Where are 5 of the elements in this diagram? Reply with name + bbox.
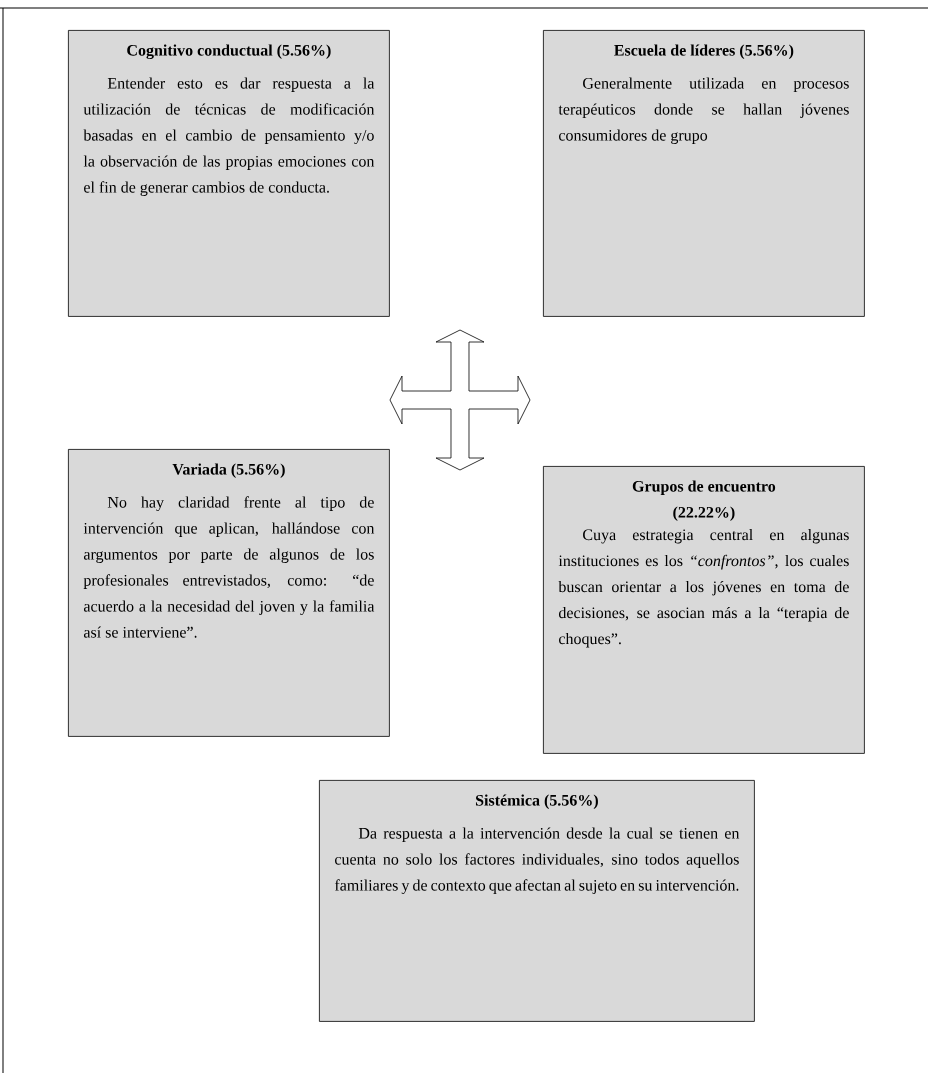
- text-box: Sistémica (5.56%) Da respuesta a la intervención desde la cual se tienen en cuenta no solo los factores individuales, sino todos aquellos familiares y de contexto que afectan al sujeto en su intervención.: [319, 780, 755, 1022]
- text-box: Grupos de encuentro (22.22%) Cuya estrategia central en algunas instituciones es los “confrontos”, los cuales buscan orientar a los jóvenes en toma de decisiones, se asocian más a la “terapia de choques”.: [543, 466, 865, 754]
- text-box: Escuela de líderes (5.56%) Generalmente utilizada en procesos terapéuticos donde se hallan jóvenes consumidores de grupo: [543, 30, 865, 317]
- text-box: Variada (5.56%) No hay claridad frente al tipo de intervención que aplican, hallándose con argumentos por parte de algunos de los profesionales entrevistados, como: “de acuerdo a la necesidad del joven y la familia así se interviene”.: [68, 449, 390, 737]
- text-box: Cognitivo conductual (5.56%) Entender esto es dar respuesta a la utilización de técnicas de modificación basadas en el cambio de pensamiento y/o la observación de las propias emociones con el fin de generar cambios de conducta.: [68, 30, 390, 317]
